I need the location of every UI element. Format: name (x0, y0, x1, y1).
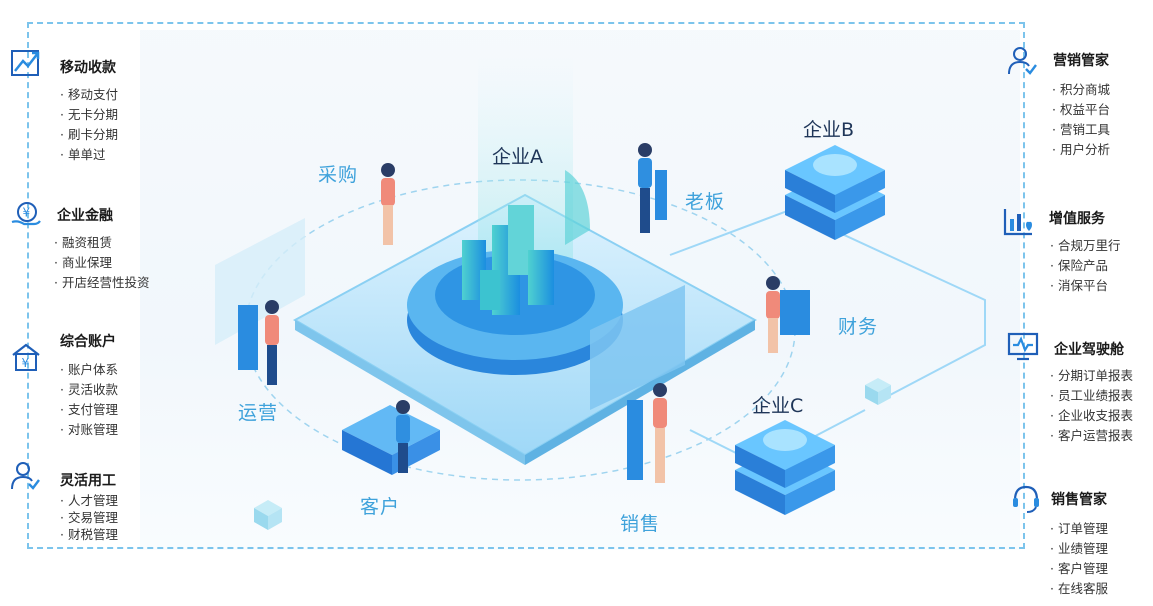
person-purchase (381, 163, 395, 245)
list-item: 员工业绩报表 (1050, 386, 1133, 406)
connector-b (669, 208, 986, 396)
list-item: 保险产品 (1050, 256, 1120, 276)
server-c (735, 420, 835, 515)
list-item: 交易管理 (60, 509, 118, 526)
list-item: 业绩管理 (1050, 539, 1108, 559)
label-enterprise-a: 企业A (492, 146, 543, 168)
section-title: 灵活用工 (60, 473, 116, 489)
list-item: 客户管理 (1050, 559, 1108, 579)
list-item: 融资租赁 (54, 233, 149, 253)
list-item: 企业收支报表 (1050, 406, 1133, 426)
list-item: 账户体系 (60, 360, 118, 380)
yen-hand-icon: ¥ (10, 200, 42, 232)
list-item: 消保平台 (1050, 276, 1120, 296)
label-boss: 老板 (685, 191, 726, 213)
list-item: 用户分析 (1052, 140, 1110, 160)
label-finance: 财务 (838, 316, 879, 338)
cube-right (865, 378, 891, 405)
section-title: 企业金融 (57, 208, 113, 224)
list-item: 开店经营性投资 (54, 273, 150, 293)
section-title: 综合账户 (60, 334, 116, 350)
label-enterprise-b: 企业B (803, 119, 855, 141)
list-item: 合规万里行 (1050, 236, 1121, 256)
svg-text:¥: ¥ (22, 356, 30, 370)
list-item: 支付管理 (60, 400, 118, 420)
person-boss (638, 143, 652, 233)
list-item: 刷卡分期 (60, 125, 118, 145)
person-finance (766, 276, 780, 353)
list-item: 在线客服 (1050, 579, 1108, 599)
list-item: 财税管理 (60, 526, 118, 543)
label-customer: 客户 (360, 496, 401, 518)
section-title: 移动收款 (60, 60, 116, 76)
monitor-pulse-icon (1007, 330, 1039, 362)
list-item: 权益平台 (1052, 100, 1110, 120)
bar-chart-heart-icon (1003, 205, 1035, 237)
label-sales: 销售 (620, 513, 661, 535)
label-enterprise-c: 企业C (752, 395, 804, 417)
section-title: 增值服务 (1049, 211, 1105, 227)
cube-left (254, 500, 282, 530)
section-title: 营销管家 (1053, 53, 1109, 69)
label-operations: 运营 (238, 402, 279, 424)
person-customer (396, 400, 410, 473)
list-item: 营销工具 (1052, 120, 1110, 140)
list-item: 单单过 (60, 145, 118, 165)
trend-chart-icon (10, 47, 42, 79)
person-icon (9, 460, 41, 492)
list-item: 人才管理 (60, 492, 118, 509)
person-sales (653, 383, 667, 483)
person-icon (1006, 45, 1038, 77)
section-title: 销售管家 (1051, 492, 1107, 508)
label-purchase: 采购 (318, 164, 359, 186)
list-item: 灵活收款 (60, 380, 118, 400)
headset-icon (1010, 482, 1042, 514)
list-item: 积分商城 (1052, 80, 1110, 100)
list-item: 无卡分期 (60, 105, 118, 125)
server-b (785, 145, 885, 240)
list-item: 移动支付 (60, 85, 118, 105)
list-item: 商业保理 (54, 253, 149, 273)
list-item: 订单管理 (1050, 519, 1108, 539)
yen-house-icon: ¥ (10, 341, 42, 373)
person-operations (265, 300, 279, 385)
dashed-frame (27, 22, 1025, 549)
list-item: 对账管理 (60, 420, 118, 440)
list-item: 客户运营报表 (1050, 426, 1133, 446)
list-item: 分期订单报表 (1050, 366, 1133, 386)
svg-text:¥: ¥ (23, 206, 31, 220)
section-title: 企业驾驶舱 (1054, 342, 1124, 358)
